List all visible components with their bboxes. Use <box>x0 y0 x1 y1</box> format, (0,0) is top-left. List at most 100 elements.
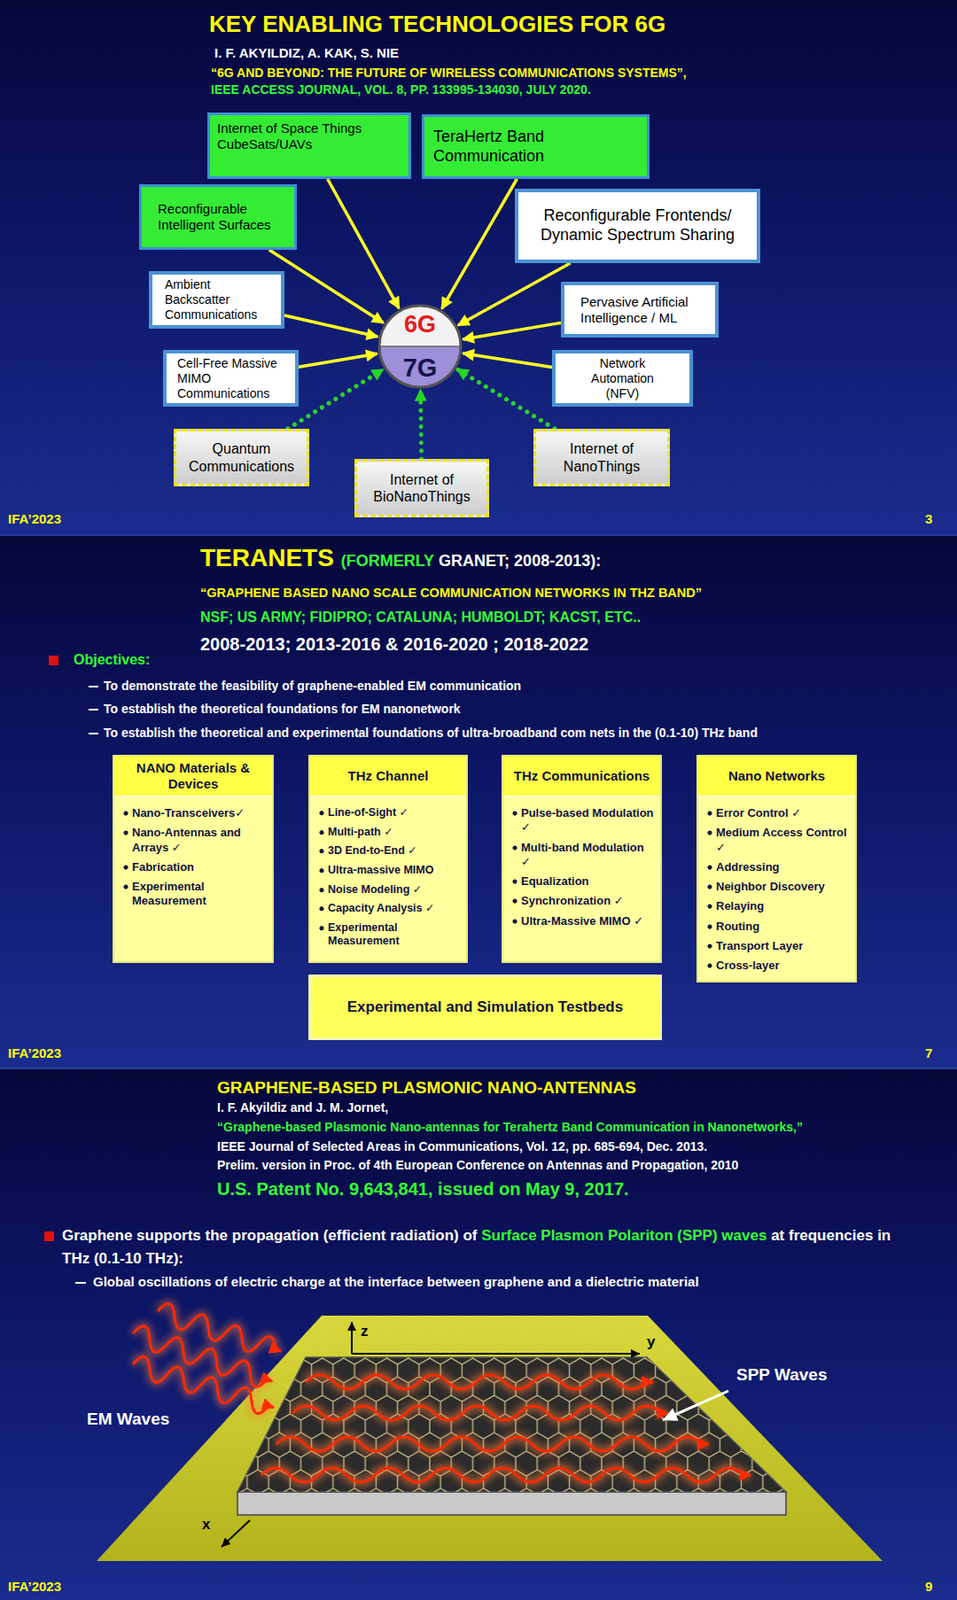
column-item: Experimental Measurement <box>114 879 273 910</box>
slide-text: To demonstrate the feasibility of graphe… <box>103 678 522 694</box>
substrate-plane <box>96 1315 883 1562</box>
box-label: Quantum Communications <box>181 440 302 475</box>
technology-box: Reconfigurable Intelligent Surfaces <box>139 184 297 250</box>
slide-text: x <box>202 1516 211 1534</box>
dotted-arrow <box>418 389 424 460</box>
em-waves <box>129 1301 284 1418</box>
column-heading: THz Communications <box>503 756 661 798</box>
box-label: Reconfigurable Frontends/ Dynamic Spectr… <box>525 206 750 245</box>
column-item: Fabrication <box>114 860 273 875</box>
technology-box: Ambient Backscatter Communications <box>148 271 285 329</box>
column-item: Ultra-Massive MIMO ✓ <box>503 914 661 929</box>
technology-box: Pervasive Artificial Intelligence / ML <box>560 281 719 338</box>
slide-text: To establish the theoretical foundations… <box>103 701 461 717</box>
column-item: Addressing <box>698 860 856 875</box>
slide-text: EM Waves <box>86 1409 170 1431</box>
box-label: TeraHertz Band Communication <box>433 127 638 166</box>
slide-text: Global oscillations of electric charge a… <box>93 1274 700 1291</box>
arrow <box>458 263 571 326</box>
future-technology-box: Quantum Communications <box>173 428 310 487</box>
topic-column: THz CommunicationsPulse-based Modulation… <box>501 754 662 964</box>
slide-text: 3 <box>925 511 933 528</box>
graphene-slab-edge <box>237 1492 786 1516</box>
slide-text: “Graphene-based Plasmonic Nano-antennas … <box>217 1120 803 1136</box>
generation-label: 6G <box>376 303 464 347</box>
box-label: Pervasive Artificial Intelligence / ML <box>580 294 705 327</box>
divider <box>379 345 461 348</box>
testbed-box: Experimental and Simulation Testbeds <box>308 974 662 1041</box>
arrow <box>284 315 378 337</box>
column-item: Relaying <box>698 899 856 914</box>
technology-box: Internet of Space Things CubeSats/UAVs <box>207 112 412 179</box>
column-item: Noise Modeling ✓ <box>310 883 467 898</box>
slide-background <box>0 0 957 535</box>
bullet-square <box>44 1231 55 1242</box>
column-item: Capacity Analysis ✓ <box>310 902 467 917</box>
arrow <box>462 322 561 340</box>
slide-text: z <box>360 1322 369 1341</box>
future-technology-box: Internet of BioNanoThings <box>354 459 490 518</box>
column-item: Cross-layer <box>698 958 856 973</box>
column-item: Equalization <box>503 874 661 889</box>
topic-column: NANO Materials & DevicesNano-Transceiver… <box>112 754 274 964</box>
slide-text: SPP Waves <box>736 1365 827 1386</box>
box-label: Reconfigurable Intelligent Surfaces <box>157 201 273 234</box>
text-span: GRANET; 2008-2013): <box>438 552 601 570</box>
column-item: Synchronization ✓ <box>503 894 661 909</box>
column-item: Routing <box>698 919 856 934</box>
column-heading: Nano Networks <box>698 756 856 798</box>
column-item: Error Control ✓ <box>698 806 856 821</box>
text-line: TERANETS(FORMERLYGRANET; 2008-2013): <box>200 542 945 575</box>
dotted-arrow <box>457 369 555 429</box>
text-span: (FORMERLY <box>341 552 435 570</box>
slide-text: NSF; US ARMY; FIDIPRO; CATALUNA; HUMBOLD… <box>200 608 641 626</box>
topic-column: THz ChannelLine-of-Sight ✓ Multi-path ✓ 3D… <box>308 754 468 964</box>
slide-text: I. F. Akyildiz and J. M. Jornet, <box>217 1100 389 1116</box>
future-technology-box: Internet of NanoThings <box>533 428 670 487</box>
slide-text: “6G AND BEYOND: THE FUTURE OF WIRELESS C… <box>210 65 687 81</box>
box-label: Ambient Backscatter Communications <box>164 277 270 322</box>
generation-label: 7G <box>376 346 464 390</box>
column-item: 3D End-to-End ✓ <box>310 844 467 859</box>
generation-circle: 6G7G <box>376 303 464 390</box>
technology-box: Reconfigurable Frontends/ Dynamic Spectr… <box>514 188 761 264</box>
slide-text: IEEE Journal of Selected Areas in Commun… <box>217 1139 708 1155</box>
slide-text: IFA’2023 <box>7 1579 62 1595</box>
slide-text: To establish the theoretical and experim… <box>103 725 758 741</box>
box-label: Internet of Space Things CubeSats/UAVs <box>217 120 402 153</box>
technology-box: TeraHertz Band Communication <box>421 114 650 179</box>
dash <box>75 1282 86 1284</box>
slide-text: 7 <box>925 1045 933 1062</box>
spp-waves <box>261 1375 751 1483</box>
slide-text: IFA’2023 <box>7 1045 62 1062</box>
arrow <box>269 249 384 324</box>
column-item: Pulse-based Modulation ✓ <box>503 806 661 836</box>
slide-text: GRAPHENE-BASED PLASMONIC NANO-ANTENNAS <box>217 1078 637 1099</box>
slide-text: 9 <box>925 1579 933 1595</box>
box-label: Experimental and Simulation Testbeds <box>347 998 623 1017</box>
column-heading: NANO Materials & Devices <box>114 756 273 798</box>
slide-text: KEY ENABLING TECHNOLOGIES FOR 6G <box>209 10 666 39</box>
column-heading: THz Channel <box>310 756 467 798</box>
technology-box: Network Automation (NFV) <box>552 350 693 407</box>
slide-text: I. F. AKYILDIZ, A. KAK, S. NIE <box>214 45 399 62</box>
column-item: Multi-band Modulation ✓ <box>503 840 661 871</box>
column-item: Multi-path ✓ <box>310 825 467 841</box>
box-label: Network Automation (NFV) <box>578 356 668 401</box>
column-item: Line-of-Sight ✓ <box>310 806 467 821</box>
arrow <box>442 178 518 310</box>
slide-text: IEEE ACCESS JOURNAL, VOL. 8, PP. 133995-… <box>210 82 592 98</box>
column-item: Ultra-massive MIMO <box>310 863 467 879</box>
box-label: Cell-Free Massive MIMO Communications <box>177 356 282 401</box>
topic-column: Nano NetworksError Control ✓ Medium Acces… <box>696 754 857 983</box>
text-line: Graphene supports the propagation (effic… <box>62 1224 918 1270</box>
column-item: Medium Access Control ✓ <box>698 825 856 856</box>
arrow <box>462 353 553 368</box>
arrow <box>298 353 378 367</box>
dotted-arrow <box>287 369 384 429</box>
slide-text: Objectives: <box>73 651 150 669</box>
text-span: Surface Plasmon Polariton (SPP) waves <box>481 1227 767 1245</box>
box-label: Internet of NanoThings <box>542 440 662 475</box>
arrow <box>327 178 400 309</box>
